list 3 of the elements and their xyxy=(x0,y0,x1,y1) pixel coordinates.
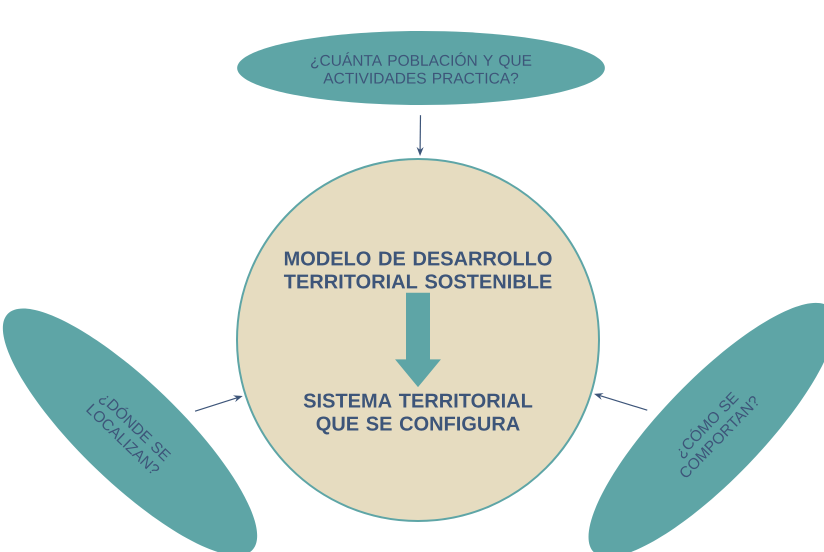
heading-text: SISTEMA TERRITORIAL QUE SE CONFIGURA xyxy=(304,394,532,434)
central-circle xyxy=(236,158,600,522)
heading-text: MODELO DE DESARROLLO TERRITORIAL SOSTENIBLE xyxy=(284,251,552,289)
